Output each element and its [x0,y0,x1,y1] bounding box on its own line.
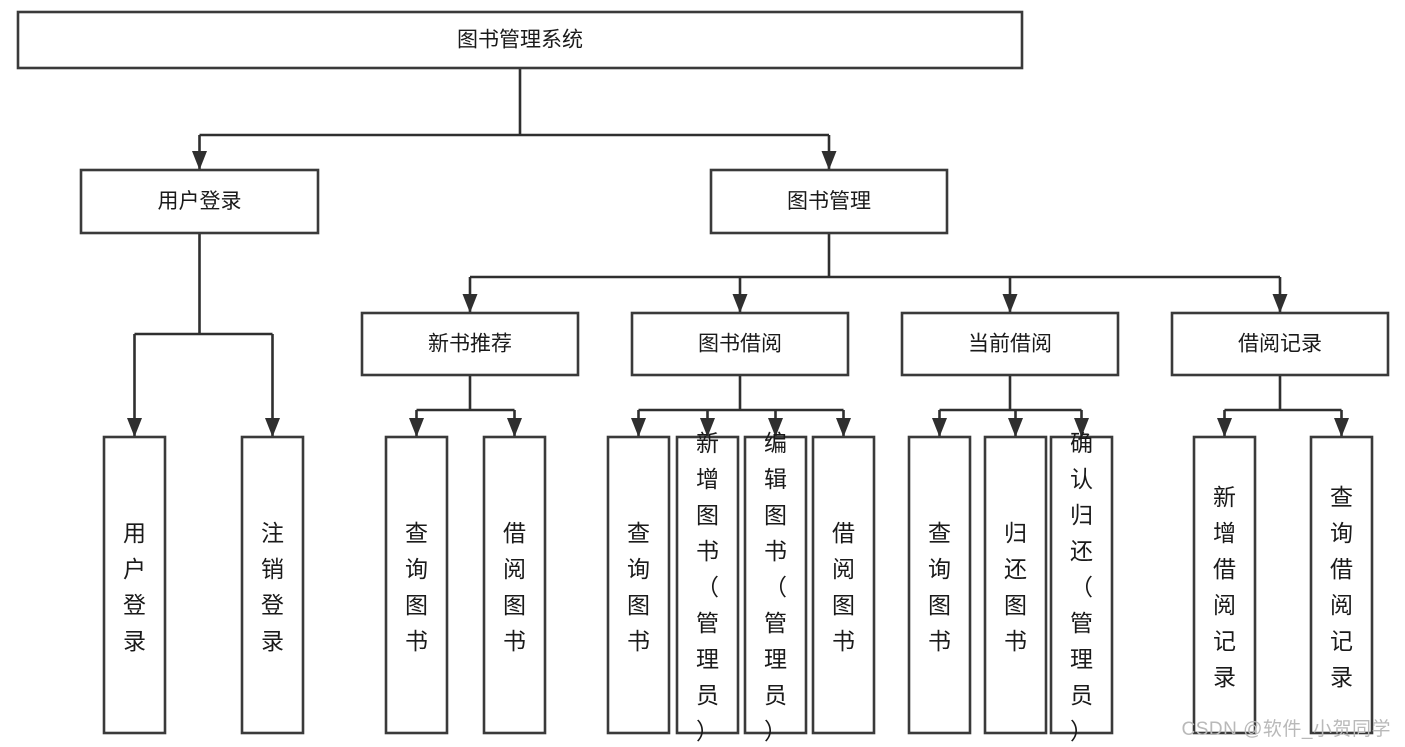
node-label: 用户登录 [158,190,242,213]
node-box [907,435,972,735]
arrow-head-icon [265,418,280,437]
edge-group-book-borrow [631,375,851,437]
node-box [482,435,547,735]
node-root-图书管理系统[interactable]: 图书管理系统 [16,10,1024,70]
arrow-head-icon [462,294,478,313]
arrow-head-icon [127,418,142,437]
node-label: 借阅图书 [503,520,526,654]
node-box [675,435,740,735]
node-box [709,168,949,235]
node-box [811,435,876,735]
edge-group-current-borrow [932,375,1089,437]
arrow-head-icon [507,418,522,437]
arrow-head-icon [1008,418,1023,437]
node-borrow-record[interactable]: 借阅记录 [1170,311,1390,377]
arrow-head-icon [1002,294,1018,313]
node-leaf-return-book[interactable]: 归还图书 [983,435,1048,735]
node-box [1049,435,1114,735]
edge-group-book-manage [462,233,1288,313]
node-label: 查询借阅记录 [1330,484,1353,690]
node-book-borrow[interactable]: 图书借阅 [630,311,850,377]
node-box [240,435,305,735]
edge-group-borrow-record [1217,375,1349,437]
arrow-head-icon [1074,418,1089,437]
edge-group-root [192,68,837,170]
node-layer: 图书管理系统用户登录图书管理新书推荐图书借阅当前借阅借阅记录用户登录注销登录查询… [16,10,1390,744]
arrow-head-icon [700,418,715,437]
node-new-book-recommend[interactable]: 新书推荐 [360,311,580,377]
node-box [360,311,580,377]
node-leaf-user-login[interactable]: 用户登录 [102,435,167,735]
node-leaf-query-book-1[interactable]: 查询图书 [384,435,449,735]
arrow-head-icon [1272,294,1288,313]
arrow-head-icon [932,418,947,437]
arrow-head-icon [732,294,748,313]
edge-group-user-login [127,233,280,437]
node-label: 借阅记录 [1238,333,1322,356]
node-box [983,435,1048,735]
node-box [743,435,808,735]
arrow-head-icon [768,418,783,437]
node-book-manage[interactable]: 图书管理 [709,168,949,235]
node-leaf-query-book-3[interactable]: 查询图书 [907,435,972,735]
arrow-head-icon [821,151,837,170]
arrow-head-icon [192,151,207,170]
node-label: 查询图书 [928,520,951,654]
node-current-borrow[interactable]: 当前借阅 [900,311,1120,377]
node-label: 归还图书 [1004,520,1027,654]
node-leaf-add-book[interactable]: 新增图书（管理员） [675,430,740,744]
node-box [630,311,850,377]
node-box [102,435,167,735]
node-label: 借阅图书 [832,520,855,654]
node-leaf-edit-book[interactable]: 编辑图书（管理员） [743,430,808,744]
node-box [16,10,1024,70]
node-label: 图书借阅 [698,333,782,356]
node-label: 注销登录 [261,520,284,654]
node-label: 新增借阅记录 [1213,484,1236,690]
node-label: 当前借阅 [968,333,1052,356]
node-label: 确认归还（管理员） [1070,430,1093,744]
arrow-head-icon [1217,418,1232,437]
node-label: 查询图书 [405,520,428,654]
node-box [606,435,671,735]
node-leaf-confirm-return[interactable]: 确认归还（管理员） [1049,430,1114,744]
node-label: 图书管理 [787,190,871,213]
node-box [1170,311,1390,377]
node-leaf-user-logout[interactable]: 注销登录 [240,435,305,735]
arrow-head-icon [1334,418,1349,437]
node-leaf-add-record[interactable]: 新增借阅记录 [1192,435,1257,735]
node-leaf-borrow-book-2[interactable]: 借阅图书 [811,435,876,735]
node-box [384,435,449,735]
arrow-head-icon [836,418,851,437]
arrow-head-icon [631,418,646,437]
node-label: 新增图书（管理员） [696,430,719,744]
node-label: 新书推荐 [428,333,512,356]
node-label: 图书管理系统 [457,29,583,52]
node-box [79,168,320,235]
node-box [900,311,1120,377]
node-leaf-query-book-2[interactable]: 查询图书 [606,435,671,735]
node-leaf-query-record[interactable]: 查询借阅记录 [1309,435,1374,735]
arrow-head-icon [409,418,424,437]
node-user-login[interactable]: 用户登录 [79,168,320,235]
node-box [1192,435,1257,735]
node-label: 编辑图书（管理员） [764,430,787,744]
node-label: 查询图书 [627,520,650,654]
connector-layer [127,68,1349,437]
node-leaf-borrow-book-1[interactable]: 借阅图书 [482,435,547,735]
node-box [1309,435,1374,735]
node-label: 用户登录 [123,520,146,654]
edge-group-new-book-recommend [409,375,522,437]
